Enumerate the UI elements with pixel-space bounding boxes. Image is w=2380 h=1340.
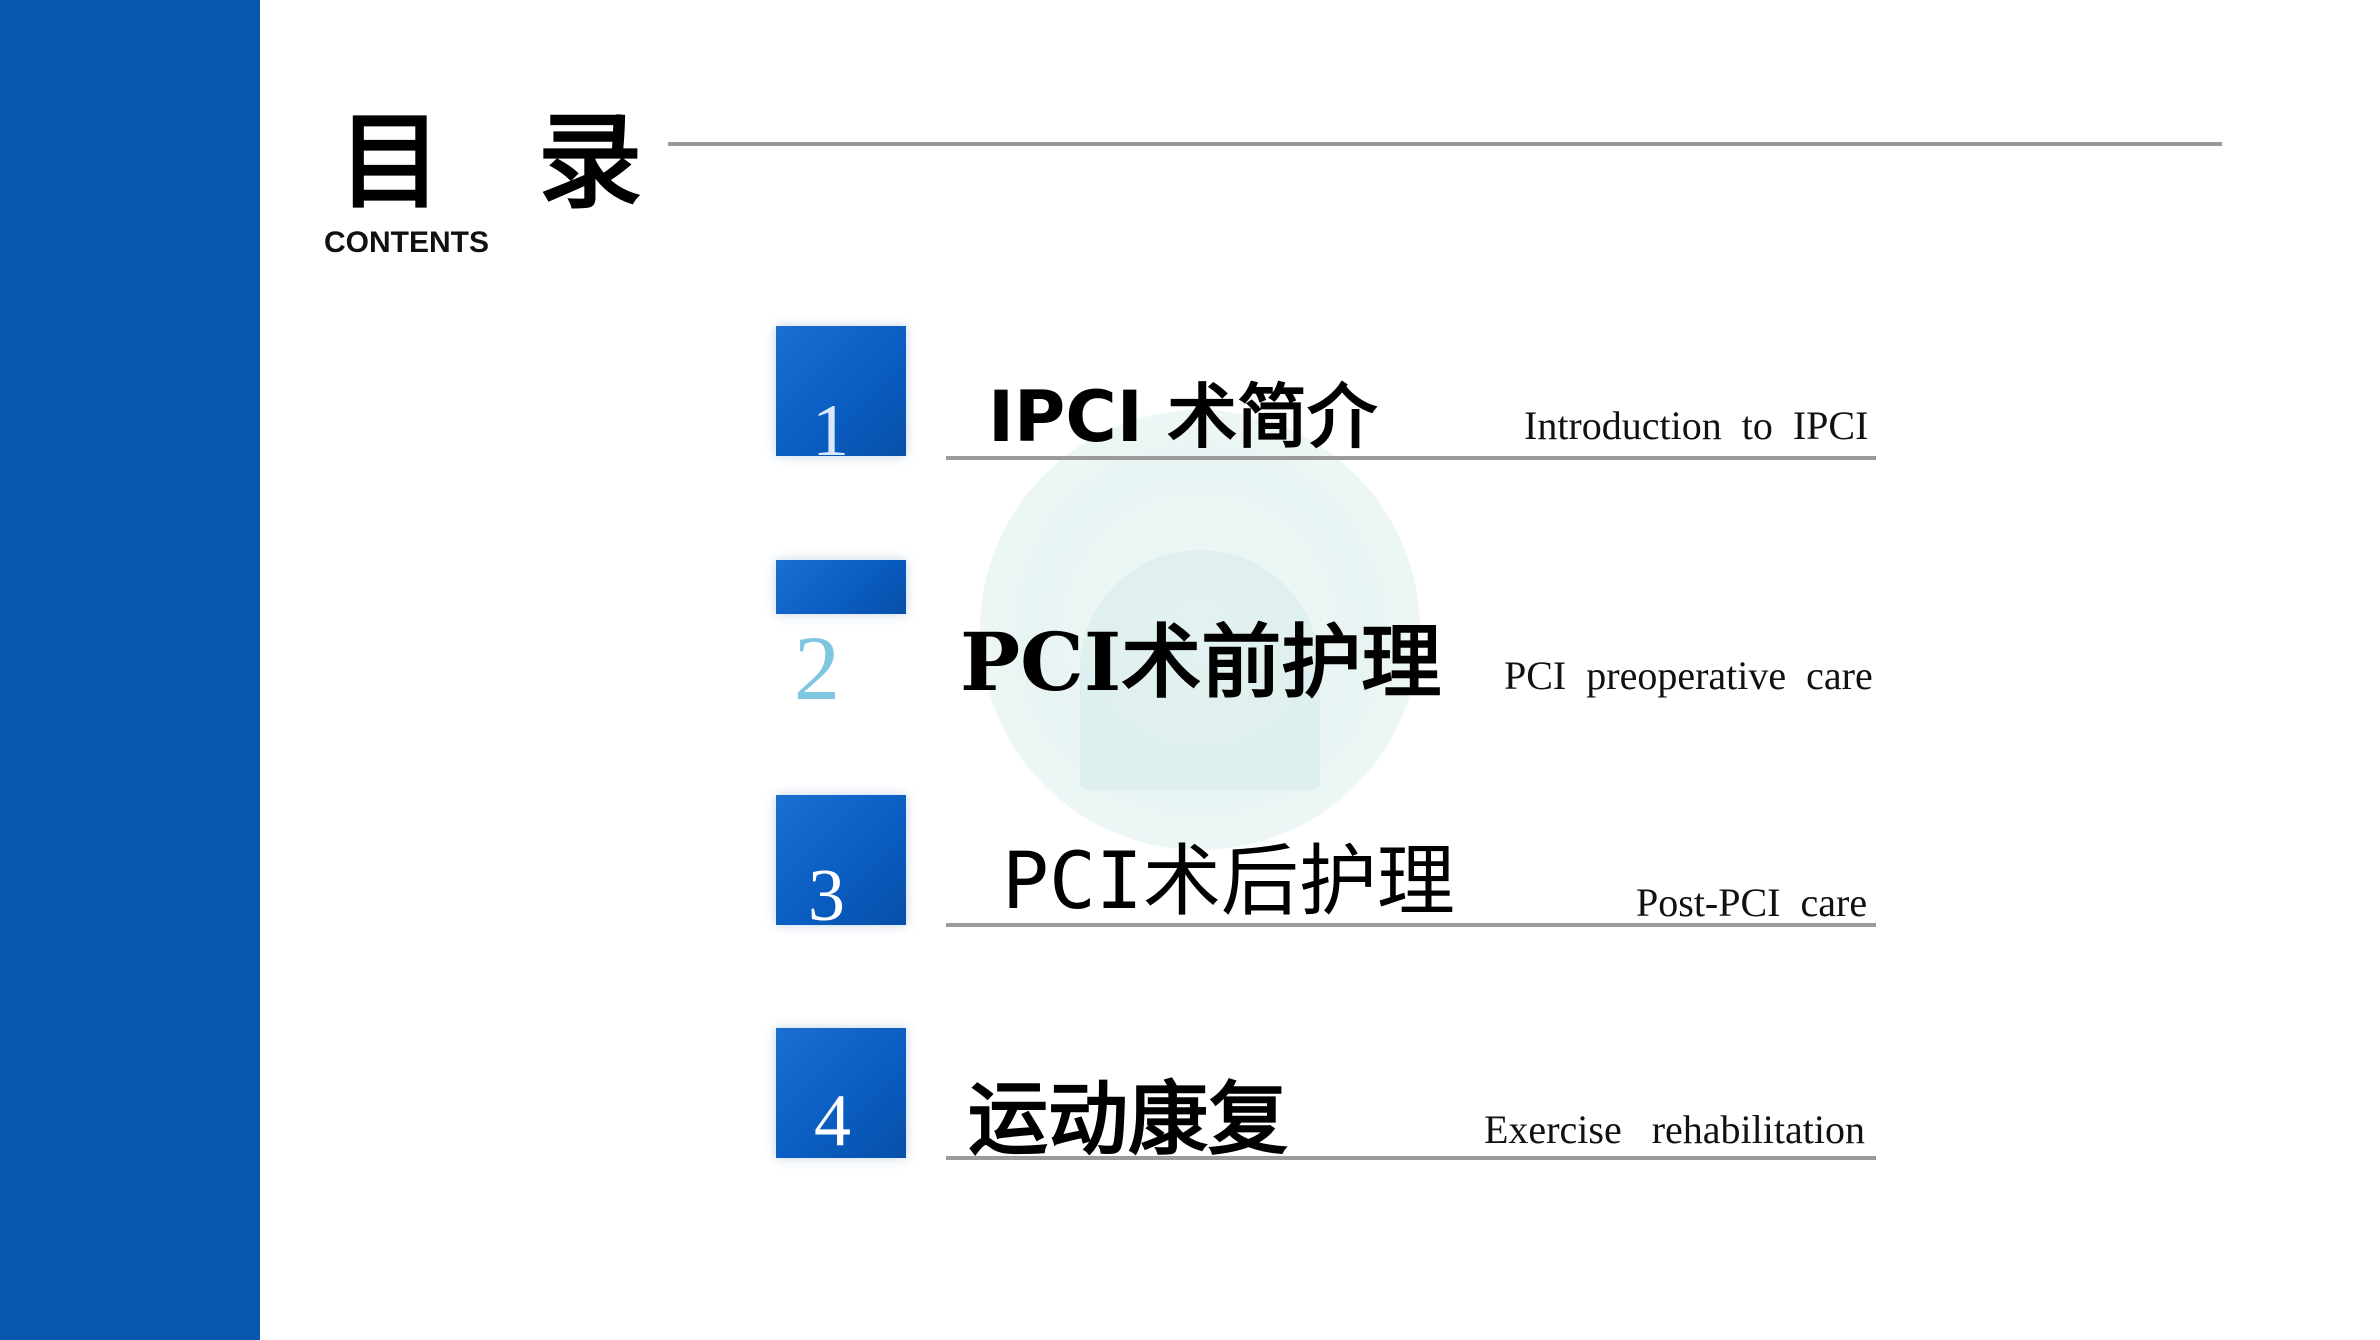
title-divider [668, 142, 2222, 146]
item-title-4: 运动康复 [968, 1073, 1288, 1166]
item-divider-1 [946, 456, 1876, 460]
watermark-emblem [980, 410, 1420, 850]
item-title-3: PCI术后护理 [1002, 837, 1455, 927]
contents-heading: 目录 CONTENTS [320, 110, 670, 270]
item-number-3: 3 [808, 855, 845, 937]
page-subtitle: CONTENTS [324, 226, 489, 259]
item-subtitle-1: Introduction to IPCI [1524, 403, 1869, 448]
item-divider-3 [946, 923, 1876, 927]
item-subtitle-2: PCI preoperative care [1504, 653, 1873, 698]
page-title: 目录 [338, 101, 739, 223]
item-number-2: 2 [794, 617, 840, 719]
item-divider-4 [946, 1156, 1876, 1160]
left-sidebar-bar [0, 0, 260, 1340]
number-box-3: 3 [776, 795, 906, 933]
item-subtitle-3: Post-PCI care [1636, 880, 1868, 925]
item-title-1: IPCI 术简介 [988, 376, 1378, 458]
number-box-1: 1 [776, 326, 906, 468]
item-number-4: 4 [814, 1080, 851, 1162]
item-number-1: 1 [812, 390, 849, 472]
item-subtitle-4: Exercise rehabilitation [1484, 1107, 1865, 1152]
number-box-4: 4 [776, 1028, 906, 1158]
item-title-2: PCI术前护理 [960, 615, 1442, 709]
watermark-book-icon [1080, 550, 1320, 790]
number-tab-2 [776, 560, 906, 614]
